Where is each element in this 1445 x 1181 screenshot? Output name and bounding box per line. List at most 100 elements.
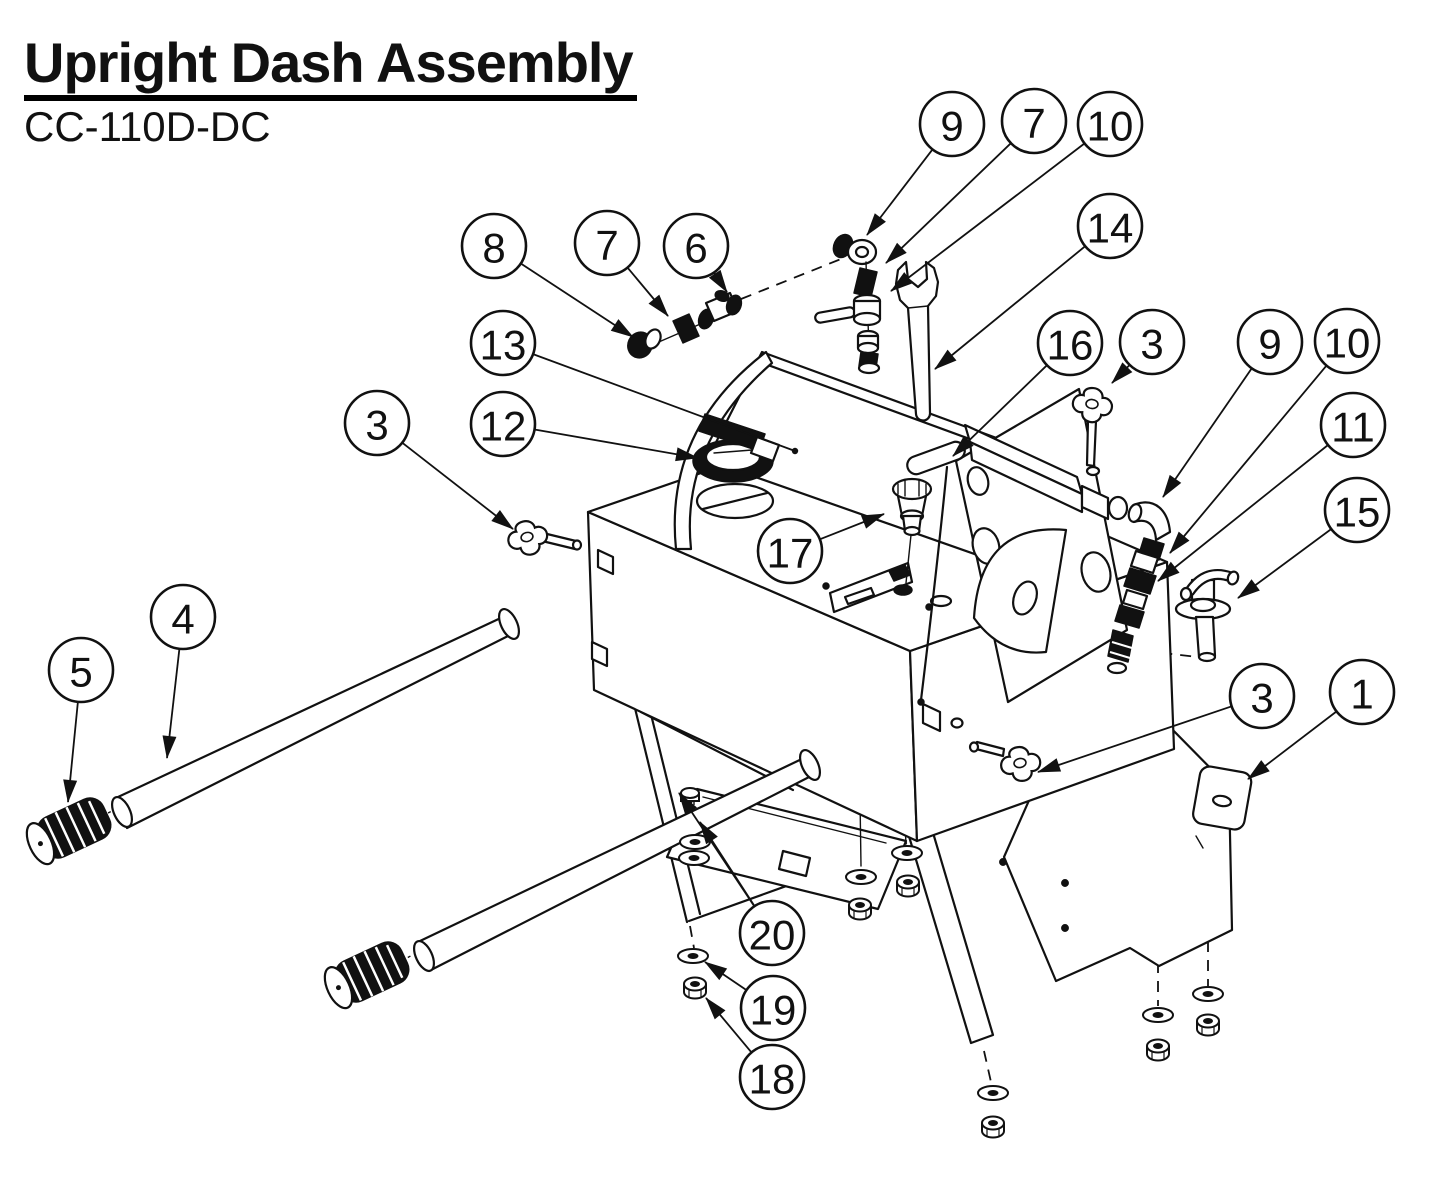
svg-text:20: 20 — [749, 912, 796, 959]
latch-bracket — [921, 702, 942, 733]
svg-text:6: 6 — [684, 225, 707, 272]
svg-text:1: 1 — [1350, 671, 1373, 718]
svg-text:15: 15 — [1334, 489, 1381, 536]
svg-text:10: 10 — [1324, 320, 1371, 367]
leader-line-3 — [1037, 705, 1232, 773]
callout-balloon-15-15: 15 — [1323, 476, 1391, 544]
valve-assembly-top — [814, 233, 882, 375]
svg-text:9: 9 — [940, 103, 963, 150]
leader-line-8 — [520, 262, 634, 338]
push-button — [891, 477, 933, 596]
title-block: Upright Dash Assembly CC-110D-DC — [24, 33, 637, 151]
handle-grip — [317, 935, 416, 1014]
svg-text:9: 9 — [1258, 321, 1281, 368]
valve-assembly-right — [1106, 501, 1172, 675]
callout-balloon-14-3: 14 — [1076, 192, 1144, 260]
callout-balloon-10-2: 10 — [1076, 90, 1144, 158]
wrench — [894, 260, 940, 422]
callout-balloon-3-19: 3 — [1228, 662, 1296, 730]
callout-balloon-19-22: 19 — [739, 974, 807, 1042]
svg-text:8: 8 — [482, 225, 505, 272]
leader-line-6 — [708, 269, 728, 293]
callout-balloon-12-8: 12 — [469, 390, 537, 458]
svg-text:11: 11 — [1331, 404, 1375, 451]
callout-balloon-17-18: 17 — [756, 517, 824, 585]
leader-line-19 — [704, 961, 748, 991]
lock-nut — [848, 897, 872, 921]
callout-balloon-13-7: 13 — [469, 309, 537, 377]
svg-text:18: 18 — [749, 1056, 796, 1103]
callout-balloon-6-6: 6 — [662, 212, 730, 280]
latch-slot — [590, 640, 609, 668]
leader-line-10 — [890, 142, 1086, 292]
svg-text:3: 3 — [1250, 675, 1273, 722]
handlebar-tubes — [19, 608, 822, 1014]
callout-balloon-7-5: 7 — [573, 209, 641, 277]
callout-balloon-9-0: 9 — [918, 90, 986, 158]
callout-balloon-8-4: 8 — [460, 212, 528, 280]
leader-line-16 — [952, 364, 1048, 457]
leader-line-4 — [162, 648, 181, 759]
svg-text:13: 13 — [480, 322, 527, 369]
svg-text:7: 7 — [1022, 100, 1045, 147]
callout-balloon-9-12: 9 — [1236, 308, 1304, 376]
leader-line-12 — [534, 428, 699, 462]
leader-line-20 — [678, 792, 756, 907]
washer — [1192, 986, 1224, 1002]
lock-nut — [683, 976, 707, 1000]
washer — [1142, 1007, 1174, 1023]
diagram-title: Upright Dash Assembly — [24, 33, 637, 101]
washer — [891, 845, 923, 861]
hose-fittings — [627, 289, 743, 359]
leader-line-1 — [1247, 710, 1338, 780]
leader-line-7 — [626, 267, 669, 317]
svg-text:7: 7 — [595, 222, 618, 269]
leader-line-15 — [1237, 528, 1332, 599]
leader-line-18 — [705, 997, 753, 1053]
handle-grip — [19, 791, 118, 870]
callout-balloon-10-13: 10 — [1313, 307, 1381, 375]
leader-line-5 — [63, 701, 79, 803]
callout-balloon-4-16: 4 — [149, 583, 217, 651]
svg-text:3: 3 — [1140, 321, 1163, 368]
clamp-knobs — [503, 385, 1115, 786]
leader-line-9 — [866, 148, 934, 236]
svg-text:10: 10 — [1087, 103, 1134, 150]
lock-nut — [896, 874, 920, 898]
svg-text:3: 3 — [365, 402, 388, 449]
svg-text:12: 12 — [480, 403, 527, 450]
svg-text:17: 17 — [767, 530, 814, 577]
leader-line-3 — [1111, 362, 1133, 384]
callout-balloon-3-9: 3 — [343, 389, 411, 457]
callout-balloon-5-17: 5 — [47, 636, 115, 704]
callout-layer: 9 7 10 14 8 7 6 13 12 3 16 3 9 10 11 15 4 5 17 3 1 20 19 18 — [47, 87, 1396, 1111]
callout-balloon-3-11: 3 — [1118, 308, 1186, 376]
callout-balloon-11-14: 11 — [1319, 391, 1387, 459]
washer — [845, 869, 877, 885]
washer — [977, 1085, 1009, 1101]
washer — [679, 834, 711, 850]
leader-line-7 — [885, 142, 1012, 264]
washer — [678, 850, 710, 866]
mount-bracket — [1192, 765, 1253, 849]
leader-line-9 — [1162, 367, 1253, 498]
callout-balloon-7-1: 7 — [1000, 87, 1068, 155]
latch-slot — [596, 548, 615, 576]
svg-text:5: 5 — [69, 649, 92, 696]
drain-spigot — [1174, 569, 1240, 663]
leader-dot-13 — [791, 447, 799, 455]
svg-text:16: 16 — [1047, 322, 1094, 369]
leader-line-11 — [1157, 444, 1329, 582]
callout-balloon-16-10: 16 — [1036, 309, 1104, 377]
svg-text:14: 14 — [1087, 205, 1134, 252]
svg-text:4: 4 — [171, 596, 194, 643]
leader-line-17 — [819, 513, 885, 541]
callout-balloon-20-21: 20 — [738, 899, 806, 967]
callout-balloon-18-23: 18 — [738, 1043, 806, 1111]
washer — [677, 948, 709, 964]
dash-panels — [673, 350, 1129, 704]
lock-nut — [1146, 1038, 1170, 1062]
lock-nut — [981, 1115, 1005, 1139]
